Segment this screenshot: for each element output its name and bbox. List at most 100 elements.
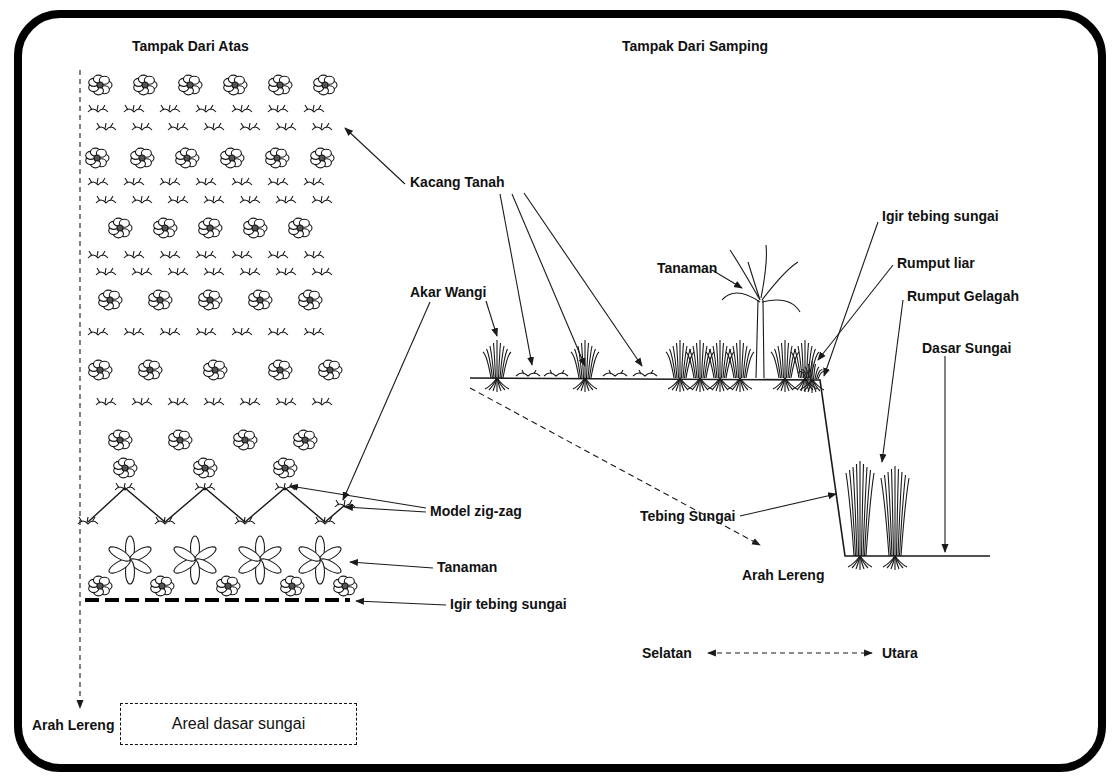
peanut-seedling [315, 517, 335, 524]
leader-arrow [500, 194, 532, 365]
callout-label: Tanaman [435, 559, 499, 575]
peanut-seedling [115, 483, 135, 490]
peanut-seedling [240, 268, 260, 275]
callout-label: Model zig-zag [428, 503, 524, 519]
peanut-seedling [88, 251, 108, 258]
drawing-stroke [860, 556, 872, 567]
zigzag-line [88, 488, 345, 522]
drawing-stroke [677, 343, 679, 378]
drawing-stroke [117, 437, 123, 443]
peanut-seedling [304, 105, 324, 112]
leader-arrow [350, 562, 433, 568]
callout-label: Akar Wangi [408, 284, 489, 300]
callout-label: Igir tebing sungai [880, 208, 1001, 224]
shrub-plant [221, 148, 244, 168]
peanut-seedling [312, 268, 332, 275]
drawing-stroke [726, 352, 734, 378]
grass-clump [686, 340, 714, 392]
drawing-stroke [791, 352, 799, 378]
callout-label: Dasar Sungai [920, 340, 1013, 356]
drawing-stroke [696, 378, 700, 391]
drawing-stroke [719, 340, 720, 378]
grass-clump [666, 340, 694, 392]
drawing-stroke [212, 367, 218, 373]
peanut-seedling [232, 105, 252, 112]
peanut-seedling [268, 105, 288, 112]
grass-clump [881, 466, 909, 570]
drawing-stroke [791, 352, 799, 378]
drawing-stroke [122, 465, 128, 471]
grass-clump [798, 361, 826, 393]
region-label: Areal dasar sungai [172, 715, 305, 733]
leader-arrow [345, 128, 405, 184]
peanut-seedling [240, 398, 260, 405]
drawing-stroke [859, 461, 860, 556]
peanut-seedling [235, 517, 255, 524]
drawing-stroke [901, 478, 909, 556]
drawing-stroke [207, 225, 213, 231]
leader-arrow [882, 300, 903, 462]
peanut-side [633, 370, 657, 376]
drawing-stroke [307, 297, 313, 303]
peanut-seedling [232, 251, 252, 258]
drawing-stroke [94, 155, 100, 161]
peanut-seedling [232, 178, 252, 185]
drawing-stroke [673, 346, 677, 378]
peanut-seedling [268, 178, 288, 185]
drawing-stroke [157, 297, 163, 303]
drawing-stroke [746, 352, 754, 378]
drawing-stroke [892, 469, 894, 556]
drawing-stroke [736, 378, 740, 391]
drawing-stroke [490, 346, 494, 378]
shrub-plant [311, 148, 334, 168]
drawing-stroke [202, 465, 208, 471]
drawing-stroke [692, 378, 700, 390]
peanut-seedling [78, 517, 98, 524]
drawing-stroke [282, 465, 288, 471]
callout-label: Tampak Dari Atas [130, 38, 251, 54]
peanut-seedling [155, 517, 175, 524]
leader-arrow [512, 194, 585, 366]
drawing-stroke [885, 475, 891, 556]
peanut-seedling [132, 398, 152, 405]
leader-arrow [356, 601, 446, 605]
drawing-stroke [159, 583, 165, 589]
peanut-seedling [124, 105, 144, 112]
peanut-seedling [276, 123, 296, 130]
drawing-stroke [717, 343, 719, 378]
drawing-stroke [699, 340, 700, 378]
drawing-stroke [706, 352, 714, 378]
drawing-stroke [716, 378, 720, 391]
drawing-stroke [319, 155, 325, 161]
shrub-plant [139, 360, 162, 380]
crop-plant [237, 536, 283, 584]
drawing-stroke [778, 346, 782, 378]
drawing-stroke [805, 367, 809, 379]
drawing-stroke [139, 155, 145, 161]
peanut-seedling [124, 178, 144, 185]
drawing-stroke [812, 379, 824, 390]
drawing-stroke [857, 464, 859, 556]
callout-label: Utara [880, 645, 920, 661]
peanut-seedling [312, 123, 332, 130]
shrub-plant [319, 360, 342, 380]
drawing-stroke [497, 378, 509, 389]
drawing-stroke [679, 340, 680, 378]
peanut-seedling [312, 398, 332, 405]
peanut-seedling [160, 328, 180, 335]
shrub-plant [314, 75, 337, 95]
drawing-stroke [895, 556, 907, 567]
drawing-stroke [706, 352, 714, 378]
drawing-stroke [289, 583, 295, 589]
drawing-stroke [781, 378, 785, 391]
drawing-stroke [756, 300, 764, 378]
shrub-plant [176, 148, 199, 168]
drawing-stroke [676, 378, 680, 391]
crop-plant [297, 536, 343, 584]
shrub-plant [281, 576, 304, 596]
leader-arrow [343, 302, 430, 500]
drawing-stroke [502, 349, 508, 378]
drawing [78, 70, 990, 708]
drawing-stroke [97, 583, 103, 589]
